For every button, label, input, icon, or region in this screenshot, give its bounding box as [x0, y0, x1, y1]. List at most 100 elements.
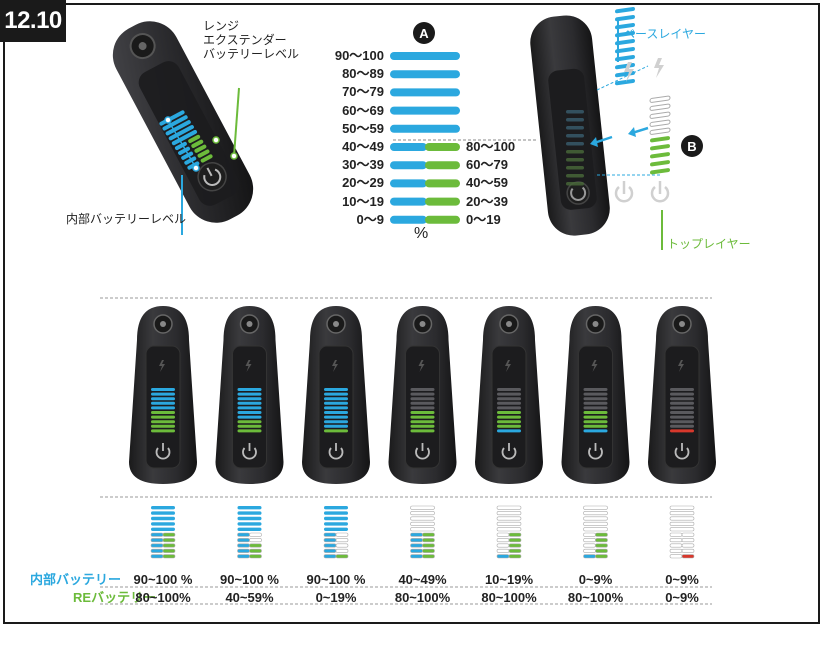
- angled-bar-re: [197, 149, 210, 158]
- led-bar: [324, 415, 348, 419]
- marker-b: B: [681, 135, 703, 157]
- ladder-bar-re: [508, 543, 522, 548]
- re-level-callout-line: [233, 87, 240, 157]
- led-bar: [151, 392, 175, 396]
- ladder-bar-internal: [150, 554, 164, 559]
- led-bar: [670, 392, 694, 396]
- led-bar: [237, 388, 262, 391]
- ladder-bar-re: [335, 538, 349, 543]
- ladder-bar-re: [681, 543, 695, 548]
- angled-bar-internal: [181, 151, 194, 160]
- base-layer-bar: [615, 47, 635, 54]
- layer-view-device: [530, 15, 610, 236]
- ladder-bar-empty: [496, 521, 522, 526]
- scale-re-range: 80〜100: [466, 139, 516, 154]
- ladder-bar-re: [249, 532, 262, 537]
- ladder-bar-re: [595, 548, 608, 553]
- scale-re-range: 0〜19: [466, 211, 501, 227]
- ladder-bar-re: [508, 538, 522, 543]
- led-bar: [410, 415, 435, 419]
- ladder-bar-re: [335, 543, 349, 548]
- led-bar: [324, 392, 348, 396]
- led-bar: [151, 411, 175, 414]
- ladder-bar-re: [162, 548, 176, 553]
- led-bar: [583, 429, 608, 433]
- ladder-bar: [324, 516, 348, 521]
- remote-state-7: [648, 306, 716, 484]
- led-bar: [324, 420, 348, 424]
- internal-value: 0~9%: [665, 572, 699, 587]
- led-bar: [151, 420, 175, 424]
- led-bar: [324, 397, 348, 401]
- ladder-bar-re: [595, 554, 608, 559]
- internal-value: 90~100 %: [306, 572, 366, 587]
- scale-a-bars: [390, 52, 460, 224]
- re-value: 80~100%: [567, 590, 624, 605]
- led-bar: [151, 388, 175, 391]
- ladder-bar-internal: [237, 538, 250, 543]
- led-bar: [324, 424, 348, 428]
- angled-bar-re: [194, 144, 207, 153]
- led-bar: [151, 424, 175, 428]
- led-bar: [410, 397, 435, 401]
- power-icon: [588, 447, 603, 460]
- led-bar: [237, 429, 262, 433]
- top-layer-bar: [649, 119, 671, 127]
- scale-bar-internal: [390, 70, 460, 79]
- re-value: 0~9%: [665, 590, 699, 605]
- ladder-bar-re: [422, 532, 435, 537]
- scale-bar-re: [425, 197, 460, 206]
- angled-bar-re: [200, 154, 213, 163]
- top-layer-label: トップレイヤー: [667, 237, 751, 251]
- ladder-bar-empty: [583, 527, 608, 532]
- ladder-bar-internal: [150, 532, 164, 537]
- ladder-state-7: [669, 505, 695, 559]
- ladder-bar-internal: [496, 538, 510, 543]
- internal-value: 0~9%: [578, 572, 613, 587]
- angled-bar-internal: [165, 120, 191, 136]
- led-bar: [670, 424, 694, 428]
- ladder-bar-empty: [410, 516, 435, 521]
- re-value: 80~100%: [481, 590, 537, 605]
- ladder-bar: [237, 527, 262, 531]
- angled-remote-device: [112, 21, 254, 223]
- led-bar: [237, 406, 262, 410]
- ladder-bar: [237, 506, 262, 510]
- led-bar: [583, 406, 608, 410]
- ladder-state-6: [583, 505, 608, 559]
- scale-internal-range: 30〜39: [342, 157, 384, 173]
- ladder-bar-internal: [237, 548, 250, 553]
- ladder-bar-re: [162, 538, 176, 543]
- led-bar: [237, 411, 262, 414]
- led-bar: [237, 392, 262, 396]
- angled-bar-internal: [171, 129, 198, 146]
- ladder-bar-internal: [496, 548, 510, 553]
- led-bar: [497, 415, 521, 419]
- ladder-bar-internal: [237, 543, 250, 548]
- led-bar: [583, 388, 608, 391]
- led-bar: [670, 415, 694, 419]
- led-bar: [324, 388, 348, 391]
- led-bar: [324, 411, 348, 414]
- ladder-bar-empty: [496, 505, 522, 510]
- scale-internal-range: 50〜59: [342, 120, 384, 136]
- led-bar: [583, 392, 608, 396]
- angled-bar-internal: [168, 125, 194, 141]
- base-layer-label: ベースレイヤー: [623, 27, 707, 41]
- ladder-bar-internal: [150, 543, 164, 548]
- ladder-bar-empty: [496, 516, 522, 521]
- led-bar: [670, 420, 694, 424]
- marker-a: A: [413, 22, 435, 44]
- scale-re-range: 40〜59: [466, 175, 508, 191]
- led-bar: [151, 401, 175, 405]
- ladder-bar-re: [422, 538, 435, 543]
- ladder-bar: [151, 522, 175, 526]
- top-layer-bar: [650, 152, 670, 159]
- led-bar: [410, 411, 435, 414]
- ladder-bar-internal: [150, 538, 164, 543]
- led-bar: [237, 397, 262, 401]
- angled-bar-internal: [174, 141, 187, 151]
- ladder-bar-re: [681, 554, 695, 559]
- ladder-bar-re: [162, 532, 176, 537]
